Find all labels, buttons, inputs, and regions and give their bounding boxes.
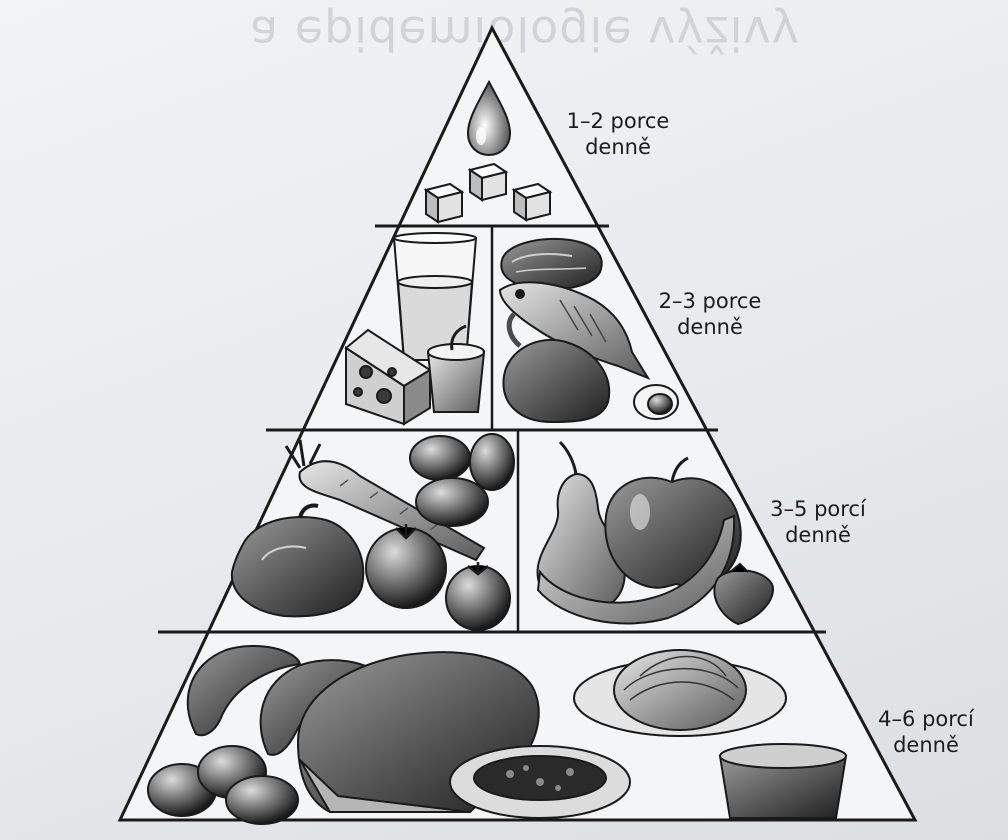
rice-icon (720, 744, 846, 818)
tier-4-frequency: denně (856, 732, 996, 758)
tier-4-label: 4–6 porcí denně (856, 706, 996, 758)
tier-3-label: 3–5 porcí denně (748, 496, 888, 548)
milk-glass-icon (394, 233, 476, 360)
tier-3-frequency: denně (748, 522, 888, 548)
tier-4-servings: 4–6 porcí (856, 706, 996, 732)
egg-icon (634, 385, 678, 419)
tier-1-frequency: denně (548, 134, 688, 160)
tier-2-servings: 2–3 porce (640, 288, 780, 314)
tier-3-servings: 3–5 porcí (748, 496, 888, 522)
tier-2-label: 2–3 porce denně (640, 288, 780, 340)
meat-icon (501, 239, 601, 289)
tier-2-frequency: denně (640, 314, 780, 340)
beans-icon (450, 746, 630, 818)
tier-1-servings: 1–2 porce (548, 108, 688, 134)
tier-1-label: 1–2 porce denně (548, 108, 688, 160)
